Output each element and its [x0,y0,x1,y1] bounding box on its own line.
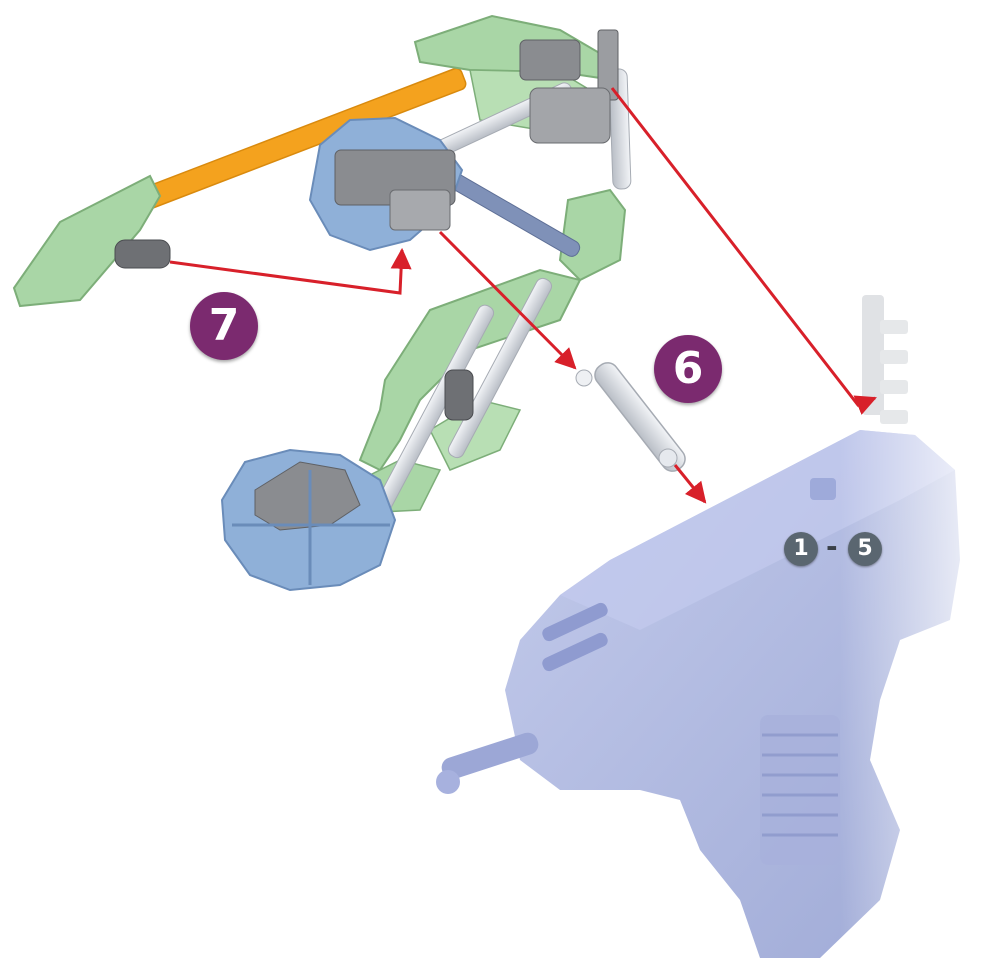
range-start-badge: 1 [784,532,818,566]
motor-housing [436,300,992,958]
arrow-step7 [169,247,412,295]
faded-connector [862,295,908,424]
lower-blue-connector [220,448,397,592]
arrow-step6-rod [438,230,577,370]
step-7-badge: 7 [190,292,258,360]
step-6-badge: 6 [654,335,722,403]
arrow-step6-motor [673,464,707,504]
range-end-badge: 5 [848,532,882,566]
range-separator: - [826,530,838,563]
assembly-model [12,14,632,592]
arrow-to-connector [610,87,877,415]
loose-white-rod [575,362,686,472]
upper-blue-connector [308,116,464,252]
